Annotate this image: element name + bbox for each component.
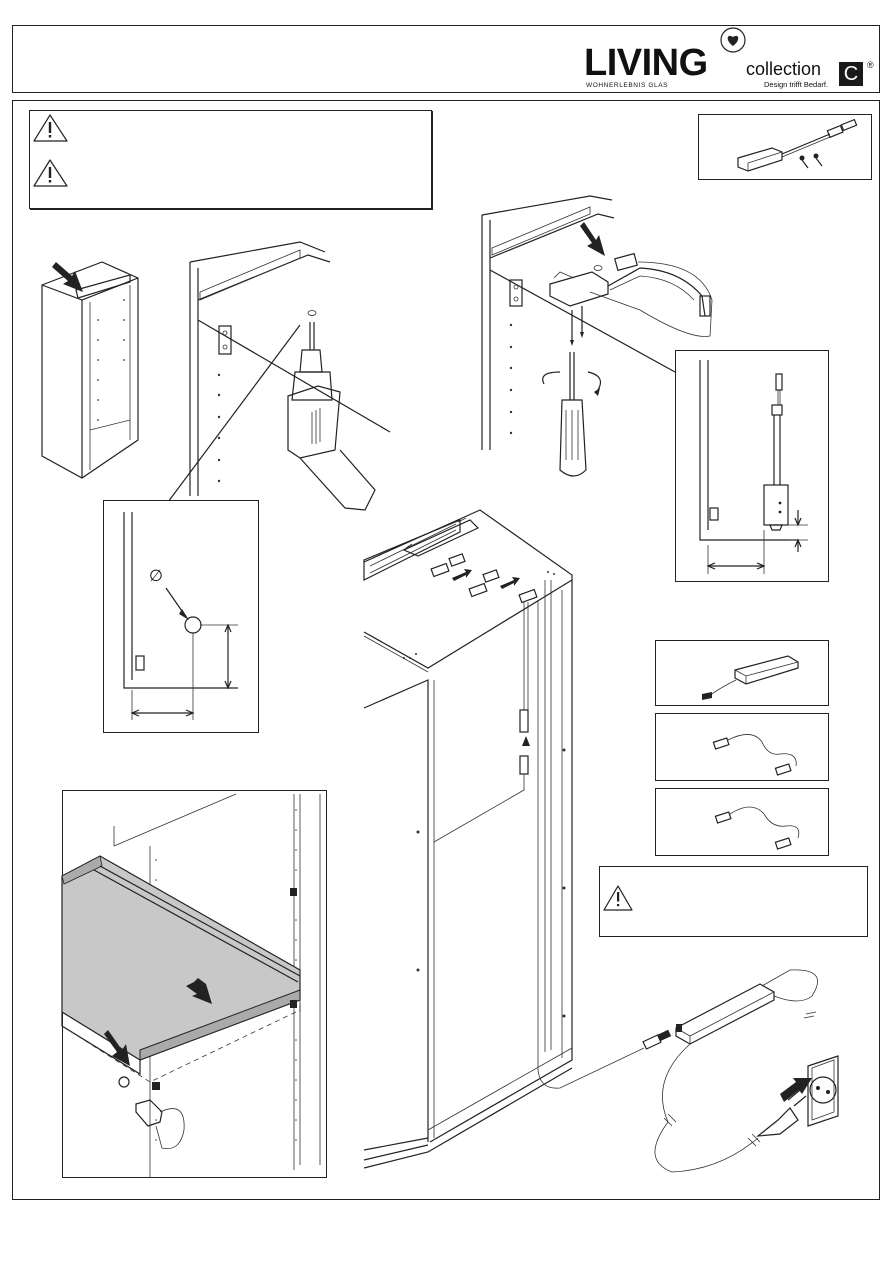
cable-box-1	[655, 713, 829, 781]
collection-badge: C	[839, 62, 863, 86]
parts-box	[698, 114, 872, 180]
collection-name: collection	[746, 59, 822, 79]
pointer-arrow-icon	[580, 222, 605, 256]
heart-circle-icon	[720, 27, 746, 53]
detail-box-drill-position	[103, 500, 259, 733]
driver-box	[655, 640, 829, 706]
brand-subtitle: WOHNERLEBNIS GLAS	[586, 82, 669, 89]
power-warning-box	[599, 866, 868, 937]
collection-tagline: Design trifft Bedarf.	[764, 80, 829, 89]
warning-box	[29, 110, 432, 209]
brand-name: LIVING	[584, 42, 708, 84]
registered-mark: ®	[867, 60, 874, 70]
pointer-arrow-icon	[52, 262, 83, 292]
pointer-arrow-icon	[780, 1078, 812, 1102]
pointer-arrow-icon	[186, 978, 212, 1004]
detail-box-fixture-offset	[675, 350, 829, 582]
pointer-arrow-icon	[104, 1030, 130, 1066]
cable-box-2	[655, 788, 829, 856]
diameter-symbol: ∅	[149, 568, 163, 585]
